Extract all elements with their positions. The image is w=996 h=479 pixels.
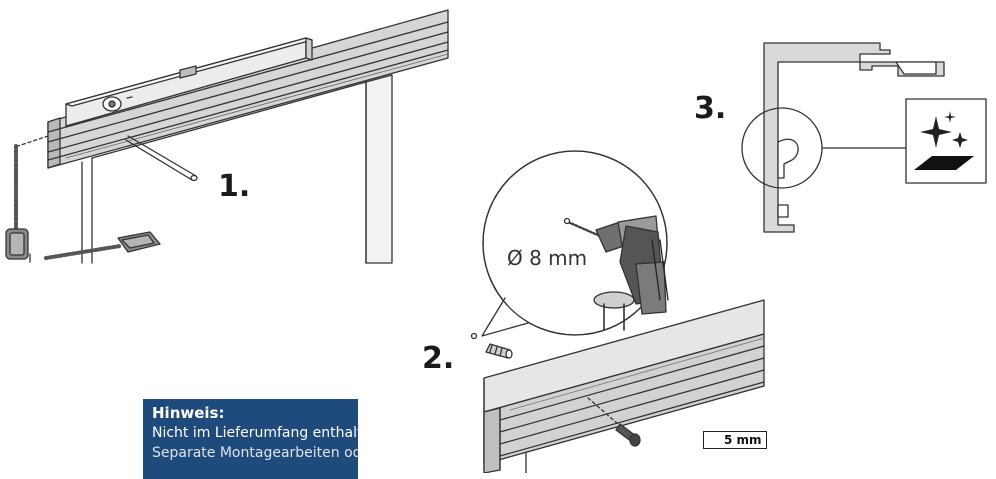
plumb-line xyxy=(14,135,122,263)
screwdriver-size-text: 5 mm xyxy=(724,433,762,447)
step-3-label: 3. xyxy=(694,91,727,126)
note-text-continued: Separate Montagearbeiten oder xyxy=(152,445,358,461)
drill-diameter-label: Ø 8 mm xyxy=(507,246,588,270)
note-box: Hinweis: Nicht im Lieferumfang enthalten… xyxy=(143,399,358,479)
rail-step-1 xyxy=(47,9,449,169)
spirit-level xyxy=(65,37,313,127)
laser-beam xyxy=(125,135,198,182)
rail-step-2 xyxy=(483,299,765,474)
drill-icon xyxy=(563,215,669,331)
sparkle-cleaning-icon xyxy=(905,98,987,184)
note-text: Nicht im Lieferumfang enthalten. xyxy=(152,425,358,441)
step-2-label: 2. xyxy=(422,341,455,376)
profile-detail-circle xyxy=(741,107,907,189)
screwdriver-size-badge: 5 mm xyxy=(703,431,767,449)
door-frame xyxy=(81,74,393,264)
drill-detail-circle xyxy=(481,150,668,337)
wall-plug xyxy=(470,332,513,359)
rail-profile xyxy=(763,42,945,233)
note-title: Hinweis: xyxy=(152,404,225,422)
screw-icon xyxy=(587,397,641,447)
step-1-label: 1. xyxy=(218,169,251,204)
laser-device xyxy=(5,228,161,260)
